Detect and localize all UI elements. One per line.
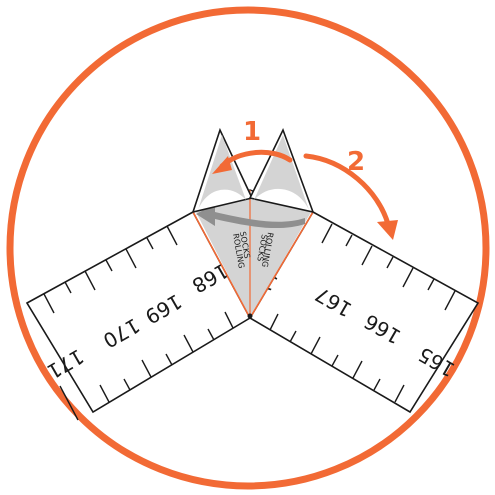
fold-point xyxy=(248,314,253,319)
step-1-label: 1 xyxy=(243,117,261,147)
step-2-label: 2 xyxy=(347,147,365,177)
